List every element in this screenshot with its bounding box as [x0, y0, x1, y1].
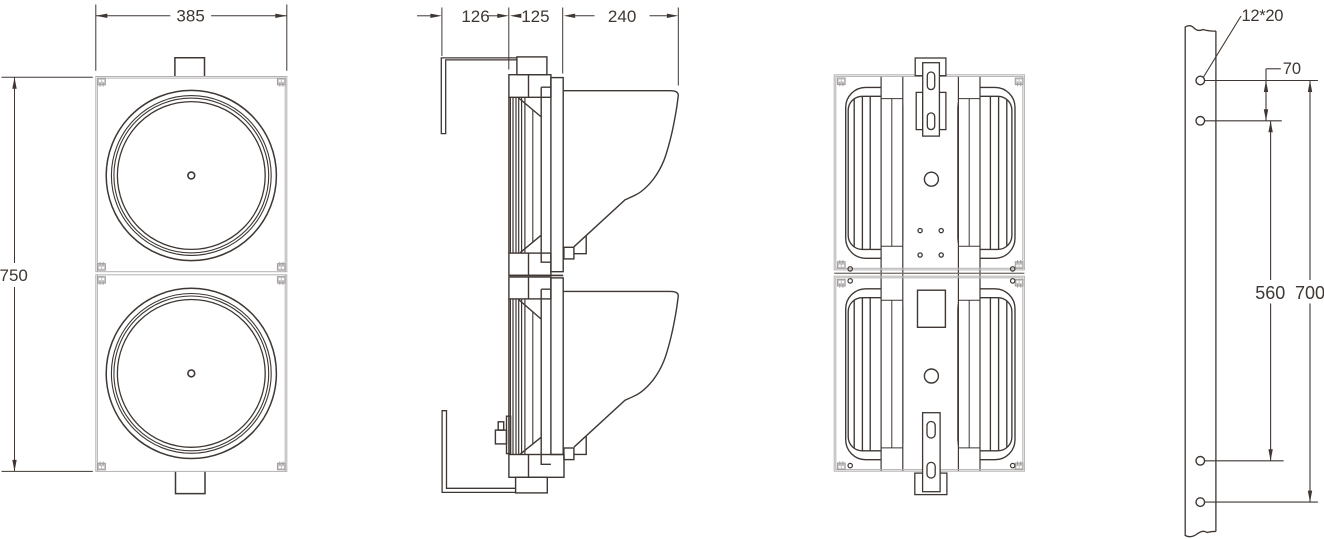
svg-text:385: 385: [176, 6, 204, 25]
svg-text:125: 125: [521, 7, 549, 26]
svg-text:240: 240: [608, 7, 636, 26]
svg-text:126: 126: [461, 7, 489, 26]
svg-text:560: 560: [1255, 283, 1285, 303]
svg-text:12*20: 12*20: [1242, 7, 1284, 25]
svg-text:70: 70: [1283, 60, 1301, 78]
svg-text:700: 700: [1295, 283, 1324, 303]
svg-text:750: 750: [0, 266, 28, 285]
